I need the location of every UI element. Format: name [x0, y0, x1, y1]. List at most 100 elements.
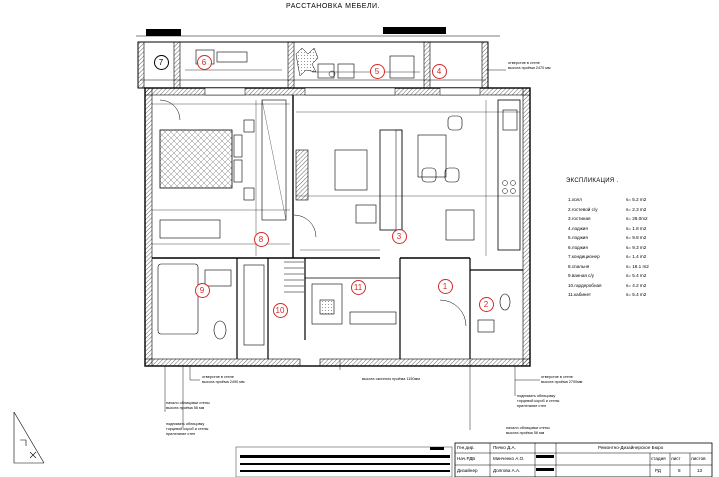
title-block-stripes — [240, 447, 554, 472]
balcony-wall-mid-3 — [423, 41, 431, 89]
stove-burner-2 — [510, 180, 516, 186]
hall-door — [439, 299, 467, 327]
angle-mark — [13, 411, 45, 464]
explication-room-name: 10.гардеробная — [568, 282, 602, 288]
balcony-chair-2 — [216, 51, 248, 63]
tv-stand — [295, 149, 309, 201]
title-col-stage: стадия — [651, 456, 666, 461]
explication-room-name: 3.гостиная — [568, 216, 591, 221]
bed — [159, 129, 233, 189]
stove-burner-4 — [510, 188, 516, 194]
explication-room-area: s= 5.4 m2 — [626, 273, 647, 278]
sheet-title: РАССТАНОВКА МЕБЕЛИ. — [286, 3, 380, 10]
bed-pillow-2 — [233, 159, 243, 183]
explication-room-name: 8.спальня — [568, 263, 590, 269]
explication-row: 2.гостевой с/у s= 2.3 m2 — [568, 207, 708, 216]
explication-room-name: 9.ванная с/у — [568, 273, 595, 278]
bath-sink — [204, 269, 232, 287]
explication-room-name: 4.лоджия — [568, 225, 588, 231]
explication-room-area: s= 18.1 m2 — [626, 263, 649, 269]
balcony-shelf-3 — [389, 55, 415, 79]
wall-bottom-right — [319, 358, 531, 367]
explication-title: ЭКСПЛИКАЦИЯ . — [566, 178, 619, 184]
stair-treads — [284, 261, 304, 293]
explication-row: 4.лоджия s= 1.8 m2 — [568, 226, 708, 235]
explication-room-area: s= 1.4 m2 — [626, 254, 647, 259]
title-val-sheet: 8 — [678, 468, 681, 473]
title-name-3: Долгова А.А. — [493, 468, 521, 473]
kitchen-counter — [497, 99, 521, 251]
explication-room-name: 11.кабинет — [568, 292, 591, 297]
stove-burner-3 — [502, 188, 508, 194]
explication-room-name: 2.гостевой с/у — [568, 206, 598, 212]
explication-room-name: 7.кондиционер — [568, 254, 600, 259]
top-bar-2 — [383, 27, 446, 34]
room-marker-11: 11 — [350, 279, 366, 295]
guest-toilet — [499, 293, 511, 311]
balcony-shelf-1 — [317, 63, 335, 79]
window-3 — [439, 87, 481, 96]
bathtub — [157, 263, 199, 335]
explication-room-area: s= 9.3 m2 — [626, 244, 647, 250]
window-2 — [304, 87, 396, 96]
balcony-wall-right — [481, 41, 489, 89]
bedroom-door — [159, 99, 181, 121]
explication-room-area: s= 9.8 m2 — [626, 235, 647, 240]
explication-room-name: 1.холл — [568, 197, 582, 202]
wardrobe-shelf — [243, 264, 265, 346]
explication-row: 3.гостиная s= 28.0m2 — [568, 216, 708, 225]
room-marker-8: 8 — [253, 231, 269, 247]
stove-burner-1 — [502, 180, 508, 186]
kitchen-island — [445, 209, 475, 241]
study-chair — [319, 299, 335, 315]
title-val-sheets: 13 — [697, 468, 703, 473]
title-name-2: Минченко А.О. — [493, 456, 525, 461]
room-marker-9: 9 — [194, 282, 210, 298]
bedroom-wardrobe — [261, 99, 287, 221]
bath-toilet — [213, 320, 227, 340]
wall-right — [522, 87, 531, 367]
explication-row: 6.лоджия s= 9.3 m2 — [568, 245, 708, 254]
explication-room-name: 6.лоджия — [568, 244, 588, 250]
title-role-3: Дизайнер — [457, 468, 478, 473]
room-marker-3: 3 — [391, 228, 407, 244]
armchair — [355, 204, 377, 224]
balcony-shelf-2 — [337, 63, 355, 79]
balcony-wall-mid-1 — [173, 41, 181, 89]
kitchen-fridge — [502, 109, 518, 131]
sofa-back — [395, 129, 403, 231]
living-door — [293, 214, 317, 238]
explication-room-area: s= 1.8 m2 — [626, 225, 647, 231]
bedroom-desk — [159, 219, 221, 239]
bed-pillow-1 — [233, 134, 243, 158]
title-name-1: Пичкo Д.А. — [493, 445, 516, 450]
explication-row: 7.кондиционер s= 1.4 m2 — [568, 254, 708, 263]
title-role-1: Ген.дир. — [457, 445, 475, 450]
room-marker-4: 4 — [431, 63, 447, 79]
nightstand-2 — [243, 187, 255, 201]
title-company: Ремонтно-Дизайнерское Бюро — [598, 445, 664, 450]
room-marker-10: 10 — [272, 302, 288, 318]
explication-room-area: s= 2.3 m2 — [626, 206, 647, 212]
room-marker-6: 6 — [196, 54, 212, 70]
bedroom-wardrobe-diag — [261, 99, 287, 221]
explication-room-area: s= 28.0m2 — [626, 216, 648, 221]
top-bar-1 — [146, 29, 181, 36]
coffee-table — [334, 149, 368, 191]
room-marker-1: 1 — [437, 278, 453, 294]
leader-lines — [164, 69, 540, 430]
title-val-stage: РД — [655, 468, 661, 473]
sofa — [379, 129, 403, 231]
study-desk — [311, 283, 343, 325]
title-role-2: Нач.РДБ — [457, 456, 476, 461]
